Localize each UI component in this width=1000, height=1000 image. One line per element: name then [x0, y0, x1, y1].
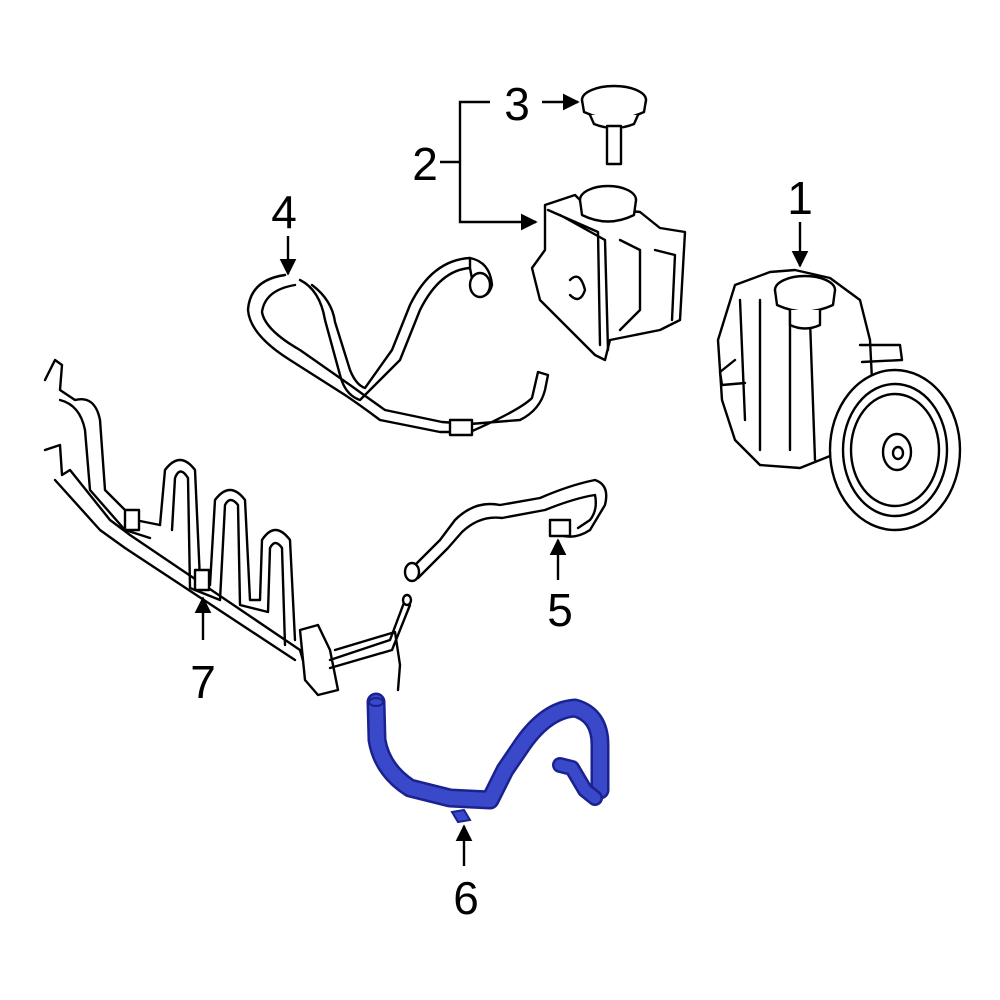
leader-lines: [194, 93, 809, 866]
part-6-hose-highlighted[interactable]: [366, 692, 610, 824]
part-5-return-hose[interactable]: [403, 478, 608, 583]
part-1-power-steering-pump[interactable]: [716, 268, 962, 532]
callout-1: 1: [787, 172, 813, 224]
callout-4: 4: [271, 186, 297, 238]
part-4-pressure-hose[interactable]: [246, 256, 550, 437]
callout-5: 5: [547, 584, 573, 636]
callout-2: 2: [412, 138, 438, 190]
part-2-reservoir[interactable]: [530, 184, 687, 362]
part-7-cooler-lines[interactable]: [43, 358, 413, 697]
part-3-reservoir-cap[interactable]: [580, 84, 648, 166]
callout-3: 3: [504, 78, 530, 130]
callout-6: 6: [453, 872, 479, 924]
callout-7: 7: [190, 656, 216, 708]
